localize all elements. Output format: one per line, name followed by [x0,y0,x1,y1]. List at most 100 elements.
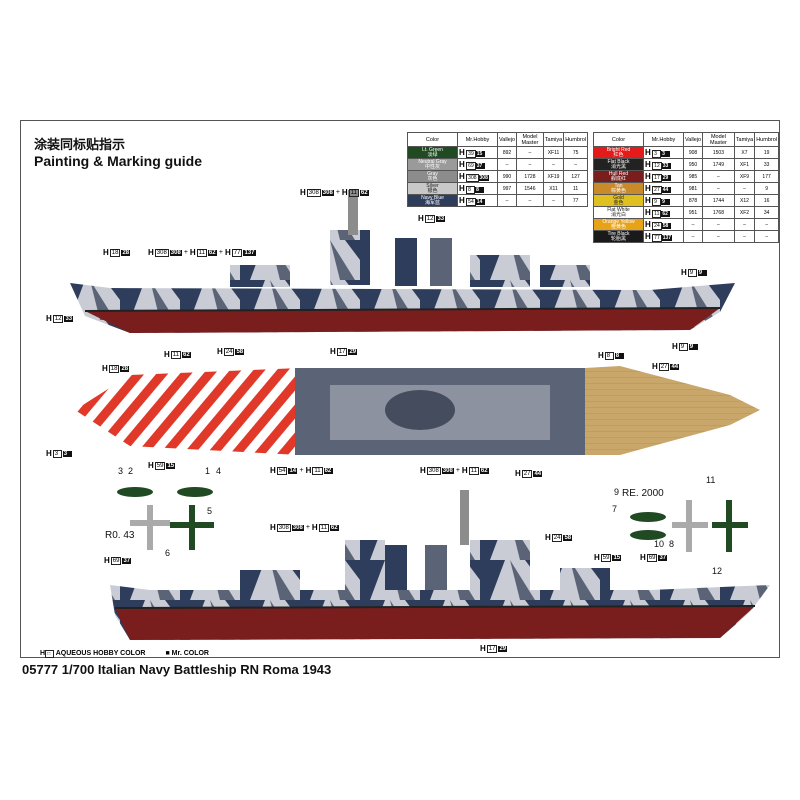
mr-color-code: 308 [321,189,334,196]
h-prefix: H [640,553,646,562]
aqueous-code: 11 [468,466,479,475]
page-title: Painting & Marking guide [34,153,203,169]
part-number: 10 [654,539,665,549]
h-prefix: H [330,347,336,356]
plus-sign: + [218,249,224,256]
part-number: 9 [614,487,620,497]
aqueous-code: 59 [600,553,612,562]
h-prefix: H [148,248,154,257]
legend: H□ AQUEOUS HOBBY COLOR ■ Mr. COLOR [40,650,209,658]
part-number: 7 [612,504,618,514]
mr-color-code: 62 [207,249,217,256]
mr-color-code: 62 [182,351,192,358]
mr-color-code: 58 [563,534,573,541]
mr-color-code: 37 [122,557,132,564]
h-prefix: H [46,449,52,458]
mr-color-code: 29 [348,348,358,355]
mr-color-code: 62 [359,189,369,196]
re2000-aircraft [630,500,748,552]
h-prefix: H [480,644,486,653]
aqueous-code: 308 [426,466,441,475]
h-prefix: H [217,347,223,356]
legend-mr-color: ■ Mr. COLOR [165,650,209,657]
part-number: 1 [205,466,211,476]
aqueous-code: 59 [154,461,166,470]
part-number: 2 [128,466,134,476]
h-prefix: H [225,248,231,257]
mr-color-code: 15 [166,462,176,469]
part-number: 4 [216,466,222,476]
h-prefix: H [305,466,312,475]
h-prefix: H [594,553,600,562]
vallejo-code: 990 [496,170,518,183]
guide-frame [20,120,780,658]
part-number: 5 [207,506,213,516]
h-prefix: H [311,523,318,532]
mr-color-code: 137 [243,249,256,256]
humbrol-code: – [563,158,588,171]
mr-color-code: 44 [533,470,543,477]
h-prefix: H [103,248,109,257]
column-header: Vallejo [496,132,518,147]
mr-color-code: 9 [688,343,698,350]
h-prefix: H [300,188,306,197]
humbrol-code: 77 [563,194,588,207]
mr-color-code: 15 [612,554,622,561]
aqueous-code: 11 [348,188,359,197]
aqueous-code: 18 [109,248,121,257]
aqueous-code: 3 [52,449,62,458]
aqueous-code: 9 [687,268,697,277]
h-prefix: H [164,350,170,359]
aqueous-code: 18 [108,364,120,373]
part-number: 11 [706,475,716,485]
part-number: 12 [712,566,723,576]
h-prefix: H [545,533,551,542]
mr-color-code: 37 [658,554,668,561]
aqueous-code: 11 [196,248,207,257]
aqueous-code: 308 [276,523,291,532]
vallejo-code: – [496,194,518,207]
aqueous-code: 12 [424,214,436,223]
mr-color-code: 14 [288,467,298,474]
aqueous-code: 24 [223,347,235,356]
aqueous-code: 77 [231,248,243,257]
h-prefix: H [652,362,658,371]
plus-sign: + [335,189,340,196]
humbrol-code: – [754,230,779,243]
tamiya-code: – [542,194,565,207]
h-prefix: H [418,214,424,223]
legend-aqueous: H□ AQUEOUS HOBBY COLOR [40,650,146,658]
plus-sign: + [183,249,188,256]
aqueous-code: 9 [678,342,688,351]
h-prefix: H [598,351,604,360]
h-prefix: H [270,523,276,532]
mr-color-code: 33 [436,215,446,222]
vallejo-code: – [682,230,704,243]
